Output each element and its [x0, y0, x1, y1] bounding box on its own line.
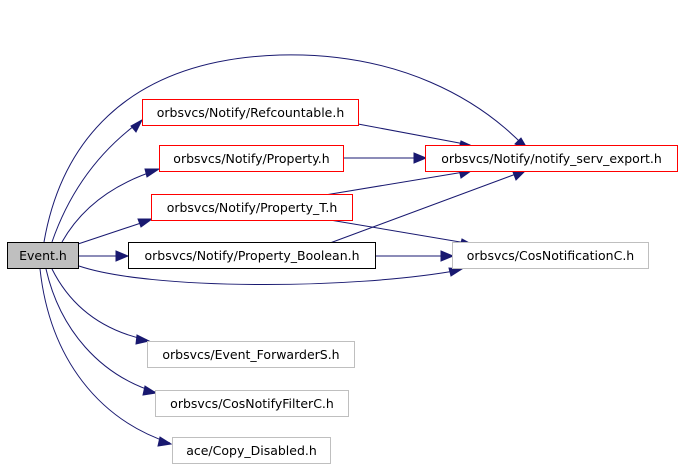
arrowhead	[135, 334, 151, 345]
edge-event-to-copy-disabled	[39, 268, 171, 444]
arrowhead	[115, 250, 130, 262]
node-label: orbsvcs/Notify/Property.h	[173, 151, 330, 166]
node-property-boolean-h[interactable]: orbsvcs/Notify/Property_Boolean.h	[128, 242, 376, 269]
node-property-t-h[interactable]: orbsvcs/Notify/Property_T.h	[151, 194, 353, 221]
node-event-forwarders-h[interactable]: orbsvcs/Event_ForwarderS.h	[147, 341, 355, 368]
edge-event-to-property	[61, 169, 158, 243]
node-label: orbsvcs/Notify/Refcountable.h	[156, 105, 345, 120]
node-label: orbsvcs/Notify/Property_Boolean.h	[144, 248, 360, 263]
edge-event-to-property-t	[77, 219, 151, 245]
node-label: Event.h	[19, 248, 67, 263]
edge-refcountable-to-notify-serv-export	[357, 123, 471, 146]
edge-event-to-cosnotifyfilterc	[45, 268, 156, 393]
arrowhead	[137, 218, 154, 228]
node-event-h[interactable]: Event.h	[7, 242, 79, 269]
arrowhead	[448, 267, 464, 277]
arrowhead	[142, 385, 158, 396]
node-property-h[interactable]: orbsvcs/Notify/Property.h	[159, 145, 344, 172]
arrowhead	[144, 168, 161, 178]
node-label: orbsvcs/CosNotifyFilterC.h	[170, 396, 334, 411]
node-cosnotifyfilterc-h[interactable]: orbsvcs/CosNotifyFilterC.h	[155, 390, 349, 417]
arrowhead	[413, 152, 428, 164]
node-label: ace/Copy_Disabled.h	[186, 443, 317, 458]
node-label: orbsvcs/Event_ForwarderS.h	[162, 347, 340, 362]
edge-property-t-to-notify-serv-export	[324, 170, 471, 196]
arrowhead	[130, 118, 144, 133]
arrowhead	[157, 436, 173, 447]
edge-event-to-notify-serv-export	[43, 54, 526, 243]
edge-event-to-refcountable	[51, 119, 143, 243]
node-label: orbsvcs/Notify/Property_T.h	[166, 200, 338, 215]
edge-event-to-cosnotificationc	[78, 265, 461, 285]
node-cosnotificationc-h[interactable]: orbsvcs/CosNotificationC.h	[452, 242, 649, 269]
node-notify-serv-export-h[interactable]: orbsvcs/Notify/notify_serv_export.h	[425, 145, 678, 172]
node-label: orbsvcs/CosNotificationC.h	[466, 248, 635, 263]
edge-property-boolean-to-notify-serv-export	[329, 170, 525, 244]
node-copy-disabled-h[interactable]: ace/Copy_Disabled.h	[172, 437, 331, 464]
node-refcountable-h[interactable]: orbsvcs/Notify/Refcountable.h	[142, 99, 359, 126]
node-label: orbsvcs/Notify/notify_serv_export.h	[441, 151, 662, 166]
arrowhead	[440, 250, 455, 262]
arrowhead	[512, 170, 527, 181]
edge-event-to-event-forwarders	[51, 268, 148, 341]
edge-property-t-to-cosnotificationc	[329, 219, 473, 245]
